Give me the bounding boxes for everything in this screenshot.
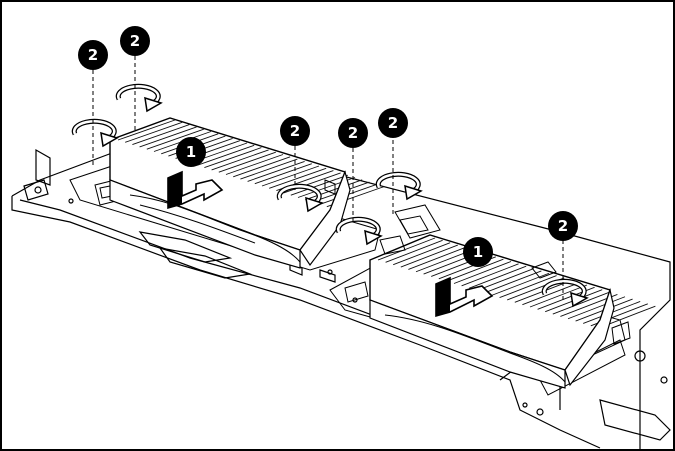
callout-label: 2 [290, 122, 300, 140]
callout-label: 2 [130, 32, 140, 50]
heatsink-fin [132, 124, 190, 146]
callout-6: 2 [378, 108, 408, 138]
heatsink-fin [269, 167, 327, 189]
heatsink-fin [247, 160, 305, 182]
heatsink-fin [254, 163, 312, 185]
heatsink-fin [261, 165, 320, 187]
heatsink-fin [146, 128, 204, 150]
chassis-tray [11, 129, 671, 450]
heatsink-fin [529, 284, 588, 308]
callout-label: 1 [186, 143, 196, 161]
heatsink-fin [385, 239, 443, 263]
rotate-screw-icon [115, 83, 163, 113]
heatsink-fin [499, 275, 557, 299]
right-heatsink [369, 234, 656, 389]
heatsink-fin [218, 151, 276, 173]
heatsink-fin [567, 296, 626, 320]
heatsink-fin [469, 265, 527, 289]
callout-label: 2 [348, 124, 358, 142]
left-heatsink [109, 117, 384, 269]
heatsink-fin [211, 149, 269, 171]
heatsink-fin [377, 237, 436, 261]
callout-8: 2 [548, 211, 578, 241]
heatsink-fin [290, 174, 348, 196]
callout-2: 2 [120, 26, 150, 56]
heatsink-fin [400, 244, 458, 268]
heatsink-fin [197, 144, 255, 166]
callout-label: 1 [473, 243, 483, 261]
middle-connector [324, 179, 631, 345]
callout-1: 2 [78, 40, 108, 70]
callout-4: 2 [280, 116, 310, 146]
heatsink-fin [446, 258, 504, 282]
heatsink-fin [233, 156, 291, 178]
rotate-screw-group [71, 83, 589, 308]
heatsink-fin [225, 154, 284, 175]
heatsink-fin [125, 121, 183, 143]
heatsink-fin [484, 270, 542, 294]
callout-5: 2 [338, 118, 368, 148]
heatsink-fin [408, 246, 466, 270]
heatsink-fin [461, 263, 519, 287]
rotate-screw-icon [375, 171, 423, 201]
callout-label: 2 [88, 46, 98, 64]
heatsink-fin [453, 261, 512, 284]
rotate-screw-icon [71, 118, 119, 148]
heatsink-fin [117, 119, 176, 141]
leader-lines [92, 56, 564, 300]
callout-7: 1 [463, 237, 493, 267]
slide-arrow-icon [435, 276, 494, 318]
callout-label: 2 [388, 114, 398, 132]
heatsink-fin [552, 291, 610, 315]
rotate-screw-icon [541, 278, 589, 308]
heatsink-fin [522, 282, 580, 306]
callout-label: 2 [558, 217, 568, 235]
heatsink-fin [139, 126, 197, 148]
rotate-screw-icon [276, 183, 324, 213]
heatsink-fin [476, 268, 534, 291]
heatsink-fin [283, 172, 341, 194]
heatsink-fin [240, 158, 298, 180]
rotate-screw-icon [335, 216, 383, 246]
heatsink-fin [393, 242, 451, 266]
heatsink-fin [204, 147, 262, 169]
callout-3: 1 [176, 137, 206, 167]
slide-arrow-icon [167, 170, 224, 210]
